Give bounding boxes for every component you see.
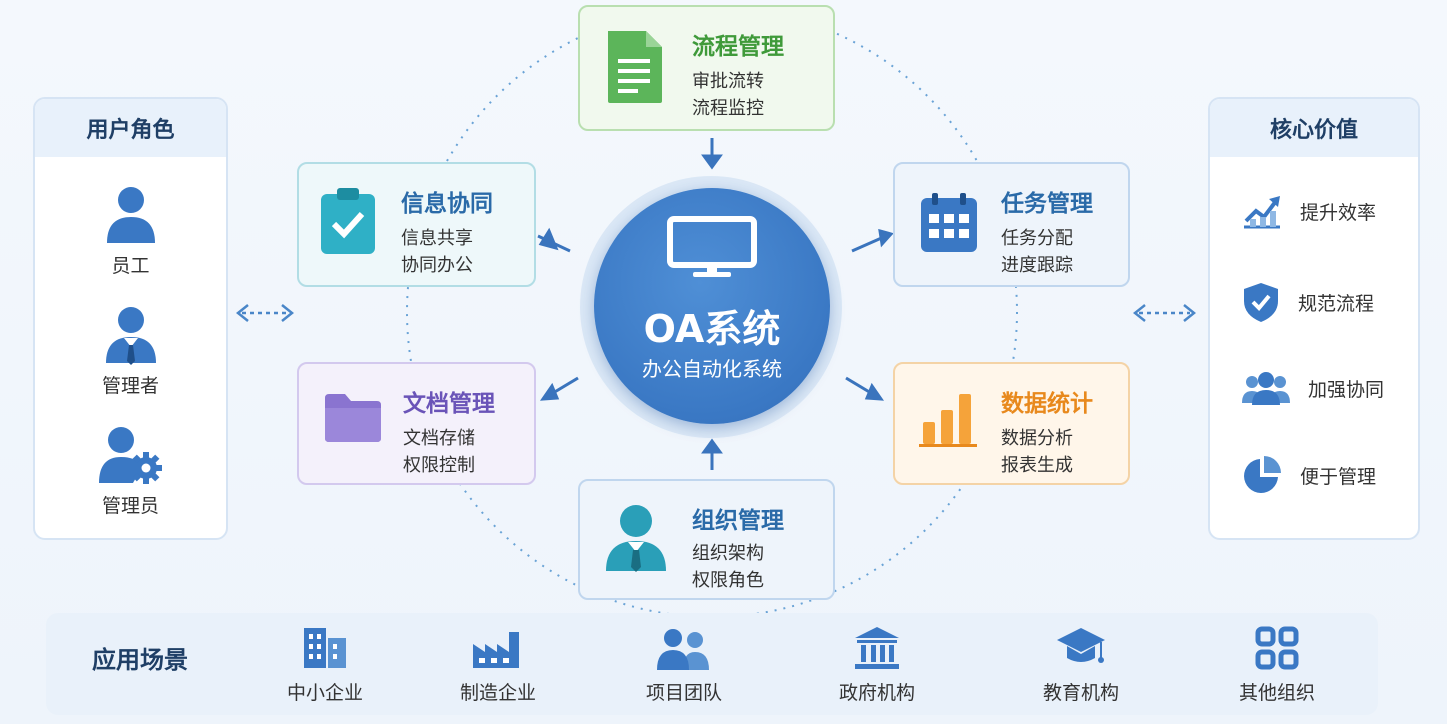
module-docs-line2: 权限控制 <box>403 455 475 476</box>
trend-up-icon <box>1244 196 1280 229</box>
building-icon <box>304 628 346 668</box>
role-admin: 管理员 <box>35 425 226 518</box>
scenario-other: 其他组织 <box>1207 626 1347 705</box>
double-arrow-right <box>1132 304 1197 322</box>
module-docs: 文档管理 文档存储 权限控制 <box>297 362 536 485</box>
shield-check-icon <box>1244 283 1278 322</box>
folder-icon <box>325 394 381 442</box>
value-collaboration: 加强协同 <box>1242 371 1384 405</box>
clipboard-check-icon <box>321 188 375 254</box>
factory-icon <box>473 632 519 668</box>
scenario-label-project-team: 项目团队 <box>645 682 722 704</box>
module-docs-title: 文档管理 <box>403 391 495 417</box>
module-info-line1: 信息共享 <box>401 228 473 249</box>
module-info: 信息协同 信息共享 协同办公 <box>297 162 536 287</box>
calendar-icon <box>921 193 977 252</box>
value-management: 便于管理 <box>1242 455 1376 495</box>
module-org-line2: 权限角色 <box>692 570 764 591</box>
module-task-title: 任务管理 <box>1001 191 1093 217</box>
arrow-process-to-center <box>701 138 723 170</box>
scenario-project-team: 项目团队 <box>614 626 754 705</box>
module-org: 组织管理 组织架构 权限角色 <box>578 479 835 600</box>
module-org-title: 组织管理 <box>692 508 784 534</box>
bar-chart-icon <box>919 394 977 447</box>
scenario-label-other: 其他组织 <box>1238 682 1315 704</box>
government-icon <box>855 627 899 669</box>
oa-system-title: OA系统 <box>643 307 781 351</box>
scenario-education: 教育机构 <box>1011 626 1151 705</box>
scenario-label-government: 政府机构 <box>838 682 915 704</box>
module-info-line2: 协同办公 <box>401 255 473 276</box>
value-standardize: 规范流程 <box>1242 281 1374 323</box>
manager-icon <box>105 307 156 365</box>
value-label-standardize: 规范流程 <box>1298 292 1375 315</box>
arrow-task <box>851 228 894 253</box>
scenarios-title: 应用场景 <box>92 646 188 674</box>
monitor-icon <box>667 216 757 277</box>
arrow-info <box>537 227 571 253</box>
arrow-center-to-org <box>701 438 723 470</box>
role-manager: 管理者 <box>35 305 226 398</box>
document-icon <box>608 31 662 103</box>
role-label-admin: 管理员 <box>101 495 159 517</box>
role-label-employee: 员工 <box>111 255 150 277</box>
team-icon <box>657 629 709 670</box>
pie-chart-icon <box>1244 456 1281 493</box>
module-process: 流程管理 审批流转 流程监控 <box>578 5 835 131</box>
module-data-title: 数据统计 <box>1001 391 1093 417</box>
core-values-panel: 核心价值 提升效率 规范流程 加强协同 <box>1208 97 1420 540</box>
graduation-cap-icon <box>1057 628 1105 663</box>
scenario-label-sme: 中小企业 <box>286 682 363 704</box>
module-process-title: 流程管理 <box>692 34 784 60</box>
role-employee: 员工 <box>35 185 226 278</box>
grid-icon <box>1255 626 1299 670</box>
value-label-management: 便于管理 <box>1300 465 1377 488</box>
module-task: 任务管理 任务分配 进度跟踪 <box>893 162 1130 287</box>
user-roles-title: 用户角色 <box>35 99 226 157</box>
double-arrow-left <box>235 304 295 322</box>
module-info-title: 信息协同 <box>401 191 493 217</box>
oa-system-circle <box>594 188 830 424</box>
group-icon <box>1242 372 1290 405</box>
module-docs-line1: 文档存储 <box>403 428 475 449</box>
value-label-collaboration: 加强协同 <box>1308 378 1385 401</box>
scenario-manufacturing: 制造企业 <box>428 626 568 705</box>
module-data-line2: 报表生成 <box>1001 455 1073 476</box>
core-values-title: 核心价值 <box>1210 99 1418 157</box>
module-data-line1: 数据分析 <box>1001 428 1073 449</box>
admin-gear-icon <box>98 427 162 484</box>
oa-system-subtitle: 办公自动化系统 <box>642 357 782 381</box>
module-process-line1: 审批流转 <box>692 71 764 92</box>
scenarios-bar <box>46 613 1378 715</box>
role-label-manager: 管理者 <box>101 375 159 397</box>
person-icon <box>106 187 155 243</box>
arrow-docs <box>539 376 579 401</box>
value-label-efficiency: 提升效率 <box>1300 201 1377 224</box>
scenario-sme: 中小企业 <box>255 626 395 705</box>
module-task-line1: 任务分配 <box>1001 228 1073 249</box>
module-process-line2: 流程监控 <box>692 98 764 119</box>
org-person-icon <box>606 505 666 572</box>
module-org-line1: 组织架构 <box>692 543 764 564</box>
scenario-government: 政府机构 <box>807 626 947 705</box>
module-data: 数据统计 数据分析 报表生成 <box>893 362 1130 485</box>
value-efficiency: 提升效率 <box>1242 193 1376 229</box>
arrow-data <box>845 376 885 401</box>
module-task-line2: 进度跟踪 <box>1001 255 1073 276</box>
user-roles-panel: 用户角色 员工 管理者 <box>33 97 228 540</box>
scenario-label-education: 教育机构 <box>1042 682 1119 704</box>
scenario-label-manufacturing: 制造企业 <box>459 682 536 704</box>
